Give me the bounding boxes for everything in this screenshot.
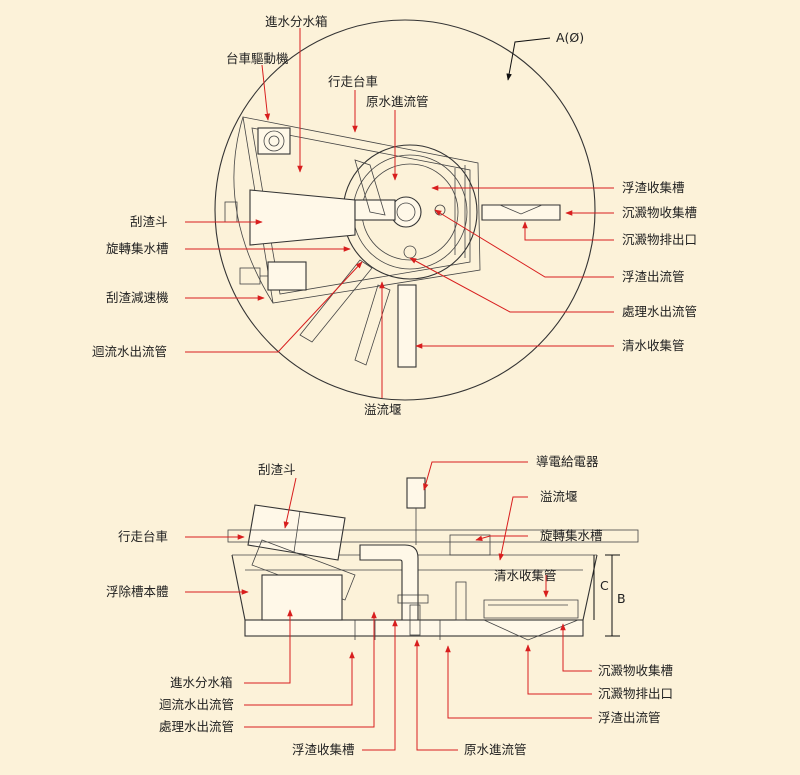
plan-view: A(Ø): [214, 19, 596, 401]
section-label-sludge-collection-tank: 沉澱物收集槽: [598, 663, 673, 678]
plan-label-carriage-drive: 台車驅動機: [226, 51, 289, 66]
section-label-overflow-weir: 溢流堰: [540, 489, 578, 504]
plan-label-scum-outflow-pipe: 浮渣出流管: [622, 269, 685, 284]
section-rotating-collector: [449, 534, 491, 556]
section-inlet-box: [261, 574, 343, 621]
tank-base: [244, 619, 584, 637]
section-carriage-rail: [227, 529, 639, 543]
section-label-treated-water-outlet: 處理水出流管: [159, 719, 234, 734]
sludge-collection-tank: [481, 204, 561, 221]
section-label-rotating-collector: 旋轉集水槽: [540, 528, 603, 543]
plan-label-rotating-collector: 旋轉集水槽: [106, 241, 169, 256]
dimension-b-label: B: [617, 591, 626, 606]
section-view-labels: 刮渣斗 導電給電器 溢流堰 行走台車 旋轉集水槽 清水收集管 浮除槽本體 進水分…: [106, 454, 673, 757]
carriage-drive-motor: [257, 127, 291, 155]
section-label-sludge-outlet: 沉澱物排出口: [598, 686, 673, 701]
section-label-scum-outflow-pipe: 浮渣出流管: [598, 710, 661, 725]
plan-label-sludge-outlet: 沉澱物排出口: [622, 232, 697, 247]
dimension-c-label: C: [600, 578, 609, 593]
plan-label-scoop: 刮渣斗: [130, 214, 168, 229]
section-label-traveling-carriage: 行走台車: [118, 529, 168, 544]
scoop-reducer-motor: [267, 261, 307, 291]
section-view-leaders: [185, 461, 592, 751]
plan-label-scoop-reducer: 刮渣減速機: [106, 290, 169, 305]
section-power-feeder: [406, 477, 426, 509]
section-view: C B: [227, 477, 639, 641]
section-label-scum-collection-tank: 浮渣收集槽: [292, 742, 355, 757]
section-label-power-feeder: 導電給電器: [536, 454, 599, 469]
section-label-scoop: 刮渣斗: [258, 462, 296, 477]
plan-view-leaders: [185, 28, 614, 398]
clear-water-column: [397, 284, 417, 368]
outer-tank-circle: [214, 19, 596, 401]
plan-label-return-flow-outlet: 迴流水出流管: [92, 344, 167, 359]
tank-body: [231, 554, 598, 621]
dimension-a-label: A(Ø): [556, 30, 584, 45]
plan-label-overflow-weir: 溢流堰: [364, 402, 402, 417]
plan-label-raw-water-inlet-pipe: 原水進流管: [366, 94, 429, 109]
section-label-clear-water-tank: 清水收集管: [494, 568, 557, 583]
section-label-raw-water-inlet-pipe: 原水進流管: [464, 742, 527, 757]
section-label-tank-body: 浮除槽本體: [106, 584, 169, 599]
plan-label-traveling-carriage: 行走台車: [328, 74, 378, 89]
plan-label-clear-water-tank: 清水收集管: [622, 338, 685, 353]
plan-view-labels: 進水分水箱 台車驅動機 行走台車 原水進流管 浮渣收集槽 沉澱物收集槽 沉澱物排…: [92, 14, 697, 417]
scoop-body: [249, 189, 356, 246]
plan-label-scum-collection-tank: 浮渣收集槽: [622, 180, 685, 195]
section-label-inlet-distribution-box: 進水分水箱: [170, 675, 233, 690]
dimension-a-line: [506, 37, 551, 81]
section-label-return-flow-outlet: 迴流水出流管: [159, 697, 234, 712]
plan-label-inlet-distribution-box: 進水分水箱: [265, 14, 328, 29]
plan-label-treated-water-outlet: 處理水出流管: [622, 304, 697, 319]
plan-label-sludge-collection-tank: 沉澱物收集槽: [622, 205, 697, 220]
scum-trough: [354, 159, 386, 216]
section-clear-water-tank: [483, 599, 579, 619]
section-raw-water-pipe: [359, 544, 419, 621]
